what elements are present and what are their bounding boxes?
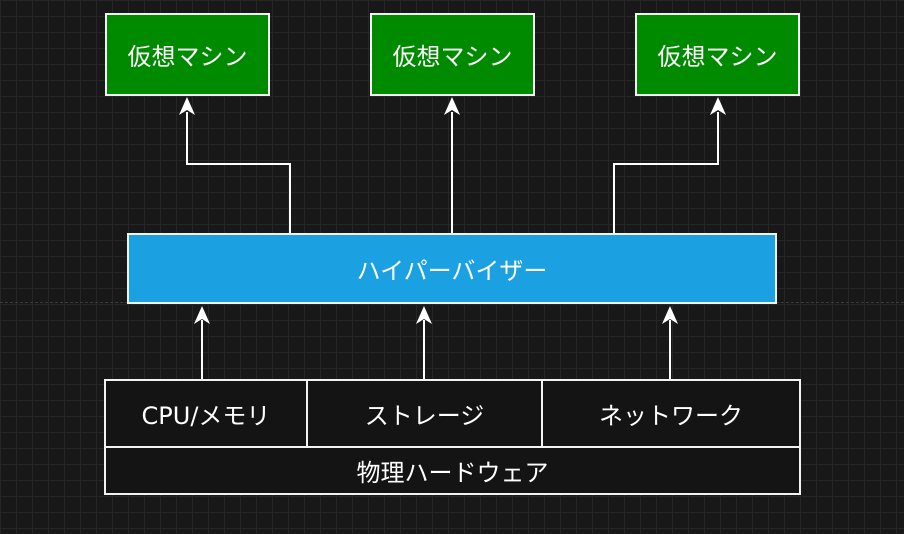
hypervisor-box: ハイパーバイザー: [127, 233, 777, 304]
physical-hardware-label: 物理ハードウェア: [356, 459, 549, 487]
hardware-cell-cpu: CPU/メモリ: [106, 381, 308, 446]
hardware-label-storage: ストレージ: [364, 402, 485, 430]
arrow-hypervisor-to-vm-1: [179, 97, 291, 234]
hardware-label-cpu: CPU/メモリ: [141, 402, 271, 430]
hardware-cell-storage: ストレージ: [308, 381, 543, 446]
vm-box-2: 仮想マシン: [370, 13, 535, 96]
hardware-cell-network: ネットワーク: [543, 381, 799, 446]
hardware-components-row: CPU/メモリ ストレージ ネットワーク: [104, 379, 801, 448]
arrow-cpu-to-hypervisor: [194, 306, 210, 380]
arrow-hypervisor-to-vm-2: [444, 97, 460, 234]
hardware-label-network: ネットワーク: [599, 402, 743, 430]
physical-hardware-box: 物理ハードウェア: [104, 446, 801, 495]
vm-label-2: 仮想マシン: [392, 43, 513, 71]
vm-label-1: 仮想マシン: [127, 43, 248, 71]
vm-box-3: 仮想マシン: [635, 13, 800, 96]
vm-box-1: 仮想マシン: [105, 13, 270, 96]
arrow-hypervisor-to-vm-3: [613, 97, 726, 234]
vm-label-3: 仮想マシン: [657, 43, 778, 71]
arrow-network-to-hypervisor: [662, 306, 678, 380]
arrow-storage-to-hypervisor: [416, 306, 432, 380]
hypervisor-label: ハイパーバイザー: [356, 257, 548, 285]
